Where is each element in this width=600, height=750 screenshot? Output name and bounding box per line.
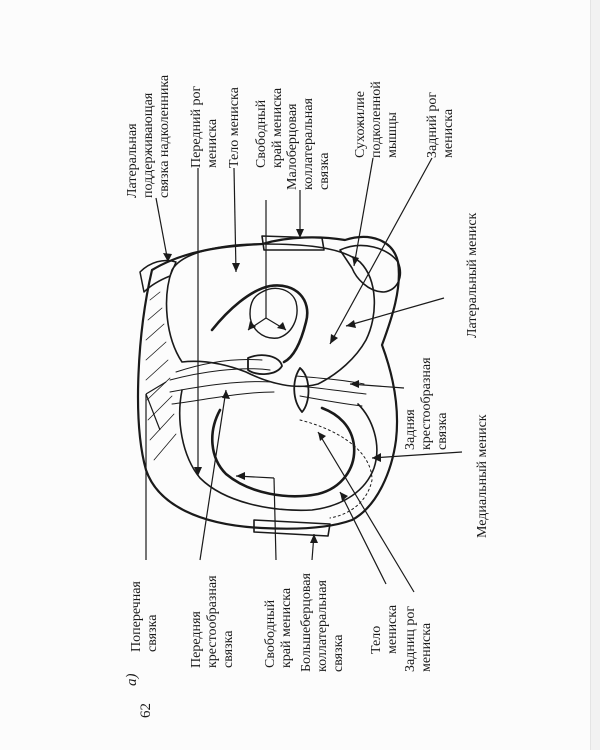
arrowhead [236,472,245,480]
leader-transverse-c [145,393,161,431]
arrowhead [372,453,381,462]
arrowhead [330,334,338,344]
medial-meniscus-outer [179,389,378,512]
label-lateral-meniscus: Латеральный мениск [465,212,480,338]
page-number: 62 [138,703,154,718]
label-anterior-horn-lateral: Передний рог мениска [189,82,220,168]
medial-meniscus-inner-edge [210,406,356,498]
arrowhead [248,321,256,330]
arrowhead [163,253,172,262]
leader-transverse-b [145,381,167,395]
anterior-cruciate-stump [247,354,283,375]
leader-free-edge-medial-a [273,477,277,561]
labels: Латеральная поддерживающая связка надкол… [124,74,490,718]
leader-posterior-horn-lateral [329,157,433,345]
arrowhead [194,467,202,476]
label-transverse-ligament: Поперечная связка [129,578,160,652]
label-posterior-horn-lateral: Задний рог мениска [425,88,456,158]
leader-medial-meniscus [371,451,463,459]
medial-shading [145,291,177,461]
label-lateral-retinaculum: Латеральная поддерживающая связка надкол… [125,74,172,198]
arrowheads [163,229,381,543]
label-body-medial: Тело мениска [369,604,400,654]
posterior-cruciate-stump [293,367,310,413]
label-tibial-collateral: Большеберцовая коллатеральная связка [299,570,346,672]
leader-popliteus [353,157,374,267]
popliteus-tendon-shape [339,244,402,293]
figure-letter: а) [124,674,140,687]
fibular-collateral-stub [261,235,325,251]
tibial-collateral-stub [253,519,331,537]
arrowhead [346,320,356,328]
arrowhead [350,380,359,388]
page-edge [590,0,600,750]
label-free-edge-lateral: Свободный край мениска [254,87,285,168]
leader-body-medial [339,491,387,585]
arrowhead [352,256,359,266]
leader-anterior-cruciate [199,389,227,561]
arrowhead [222,390,230,399]
leader-lateral-meniscus [345,297,445,327]
leader-posterior-horn-medial [317,431,415,593]
label-free-edge-medial: Свободный край мениска [263,587,294,668]
label-posterior-horn-medial: Задниц рог мениска [403,602,434,672]
medial-meniscus-dotted [299,419,373,519]
arrowhead [340,492,348,501]
arrowhead [232,263,240,272]
label-body-lateral: Тело мениска [227,86,242,168]
arrowhead [277,322,286,330]
arrowhead [318,432,326,441]
arrowhead [310,534,318,543]
label-medial-meniscus: Медиальный мениск [475,414,490,538]
anterior-cruciate-fibers [169,359,275,405]
lateral-meniscus-outer [165,243,376,388]
arrowhead [296,229,304,238]
retinaculum-flap [139,259,177,293]
label-fibular-collateral: Малоберцовая коллатеральная связка [285,95,332,190]
label-popliteus-tendon: Сухожилие подколенной мышцы [353,78,400,158]
label-anterior-cruciate: Передняя крестообразная связка [189,572,236,668]
leader-lines [145,157,463,593]
leader-lateral-retinaculum [155,197,169,263]
lateral-plateau-center [249,287,298,339]
knee-illustration [136,235,402,537]
leader-body-lateral [233,167,237,273]
label-posterior-cruciate: Задняя крестообразная связка [403,354,450,450]
lateral-meniscus-inner-edge [210,284,309,364]
